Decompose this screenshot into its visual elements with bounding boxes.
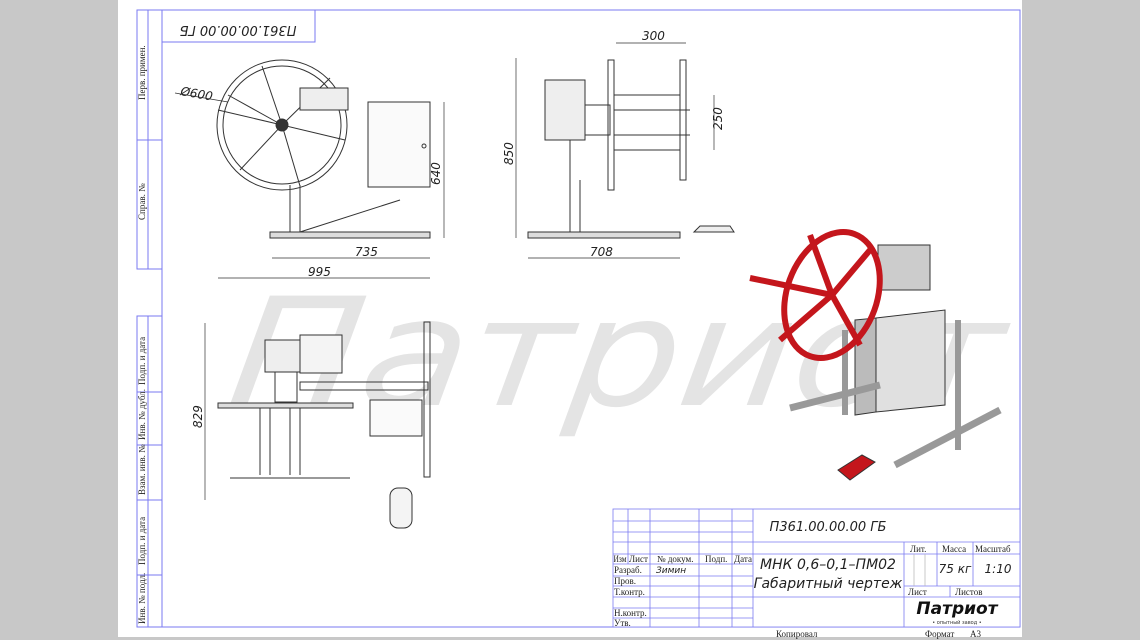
dimension-lines [174,42,715,500]
header-izm: Изм [614,554,627,564]
header-list: Лист [629,554,648,564]
developer-name: Зимин [656,566,686,576]
frame [136,9,1021,628]
front-view [216,59,431,239]
strip-label: Инв. № дубл. [137,389,147,440]
role-developer: Разраб. [614,565,642,575]
mirrored-code: П361.00.00.00 ГБ [179,22,296,37]
dim-height-side: 850 [502,142,516,165]
mass-value: 75 кг [939,562,972,576]
footer-format-label: Формат [925,629,954,639]
dim-diameter: Ø600 [178,84,214,104]
company-logo: Патриот • опытный завод • [916,599,998,626]
top-view [217,321,431,529]
role-checker: Пров. [614,576,636,586]
dim-hub: 250 [711,107,725,130]
isometric-view [749,229,1002,481]
sheet-label: Лист [908,587,927,597]
dim-height-top: 829 [191,405,205,428]
footer-copied: Копировал [776,629,818,639]
svg-text:• опытный завод •: • опытный завод • [932,619,982,626]
strip-label: Перв. примен. [137,45,147,100]
header-sign: Подп. [705,554,727,564]
footer-format: А3 [970,629,981,639]
svg-text:Патриот: Патриот [916,599,998,619]
dim-base-side: 708 [590,245,613,259]
strip-label: Подп. и дата [137,517,147,565]
dim-base-outer: 995 [308,265,331,279]
role-approve: Утв. [614,618,631,628]
strip-label: Инв. № подл. [137,573,147,624]
side-view [527,59,735,239]
sheets-label: Листов [955,587,982,597]
role-ncontrol: Н.контр. [614,608,647,618]
role-tcontrol: Т.контр. [614,587,645,597]
strip-label: Подп. и дата [137,337,147,385]
document-code: П361.00.00.00 ГБ [770,520,887,535]
dim-height-front: 640 [429,162,443,185]
header-date: Дата [734,554,752,564]
scale-label: Масштаб [975,544,1011,554]
dim-reel-width: 300 [642,29,665,43]
dim-base-inner: 735 [355,245,378,259]
strip-label: Справ. № [137,183,147,220]
document-title: Габаритный чертеж [754,576,903,592]
scale-value: 1:10 [985,562,1012,576]
strip-label: Взам. инв. № [137,444,147,495]
product-name: МНК 0,6–0,1–ПМ02 [760,557,896,573]
lit-label: Лит. [910,544,926,554]
mass-label: Масса [942,544,966,554]
title-block [612,508,1021,628]
header-doc: № докум. [657,554,694,564]
